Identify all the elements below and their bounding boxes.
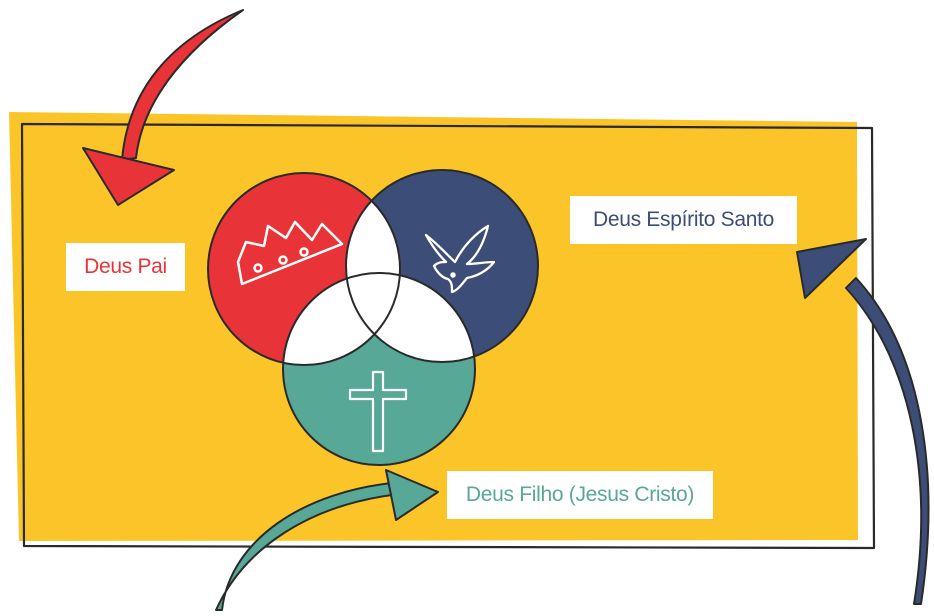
cross-icon — [348, 370, 408, 453]
filho-circle-outline — [282, 272, 476, 466]
crown-icon — [236, 220, 344, 286]
espirito-circle-outline — [345, 169, 539, 363]
overlap-pai-filho — [283, 273, 400, 365]
label-deus-pai: Deus Pai — [66, 243, 185, 291]
espirito-arrow — [796, 238, 930, 605]
dove-icon — [424, 224, 496, 294]
pai-circle-outline — [207, 172, 401, 366]
label-deus-espirito-santo: Deus Espírito Santo — [570, 196, 797, 244]
frame-outline — [20, 122, 876, 550]
pai-arrow — [82, 9, 244, 206]
filho-arrow — [215, 469, 439, 611]
overlap-espirito-filho — [346, 273, 475, 362]
label-deus-filho: Deus Filho (Jesus Cristo) — [447, 471, 713, 519]
